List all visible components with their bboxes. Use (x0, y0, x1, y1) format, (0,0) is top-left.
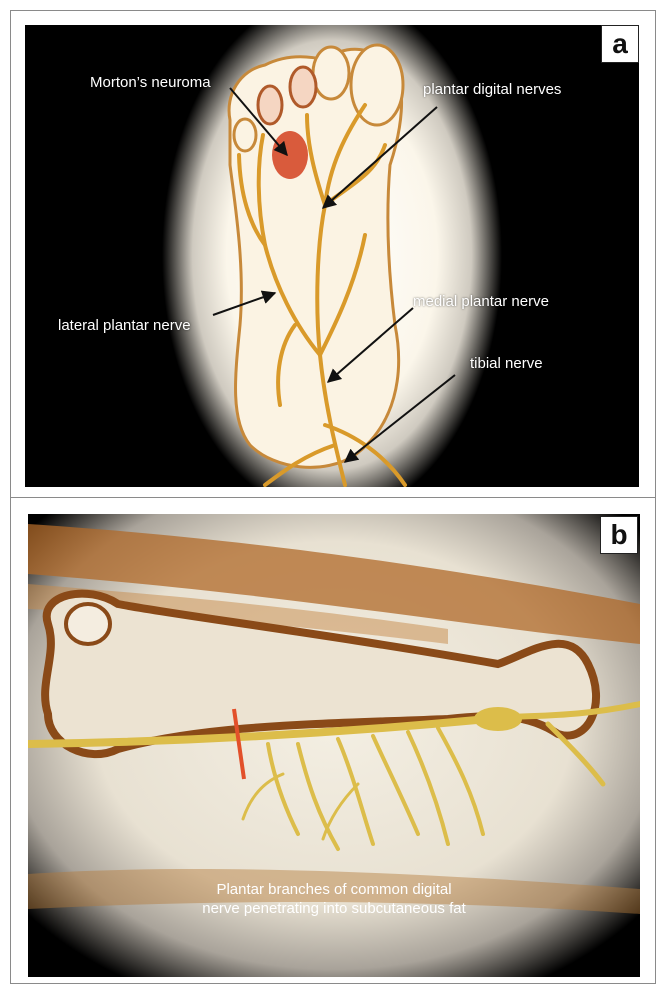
label-lateral-plantar-nerve: lateral plantar nerve (58, 317, 191, 334)
panel-a-illustration: Morton’s neuroma plantar digital nerves … (25, 25, 639, 487)
label-mortons-neuroma: Morton’s neuroma (90, 74, 211, 91)
label-tibial-nerve: tibial nerve (470, 355, 543, 372)
label-plantar-digital-nerves: plantar digital nerves (423, 81, 561, 98)
panel-a-badge: a (601, 25, 639, 63)
nerve-swelling (474, 707, 522, 731)
bone-head (66, 604, 110, 644)
panel-b-caption-line1: Plantar branches of common digital (28, 880, 640, 899)
toe (313, 47, 349, 99)
mortons-neuroma-mark (272, 131, 308, 179)
label-medial-plantar-nerve: medial plantar nerve (413, 293, 549, 310)
panel-b-badge: b (600, 516, 638, 554)
panel-b-illustration: Plantar branches of common digital nerve… (28, 514, 640, 977)
little-toe (234, 119, 256, 151)
panel-b-caption-line2: nerve penetrating into subcutaneous fat (28, 899, 640, 918)
toe (258, 86, 282, 124)
toe (290, 67, 316, 107)
